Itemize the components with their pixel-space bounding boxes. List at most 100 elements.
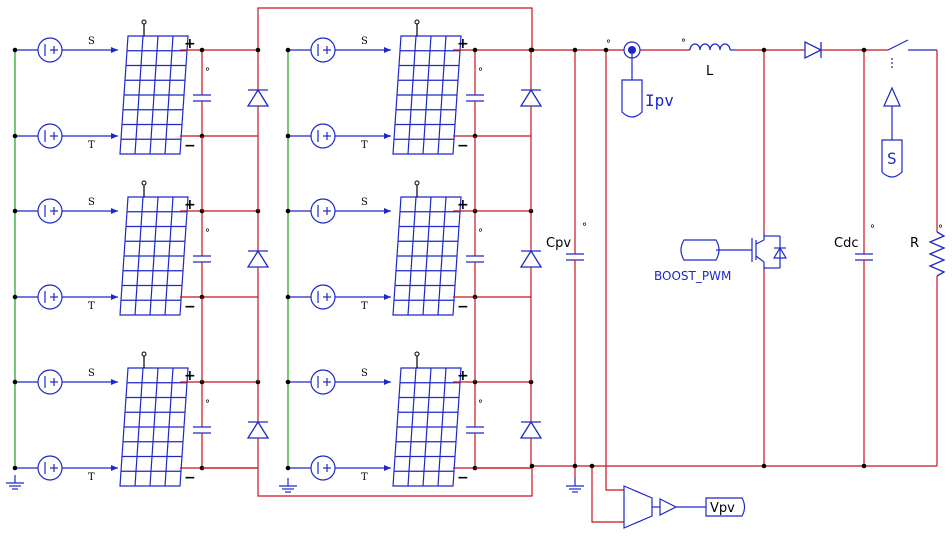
s2-m1-rail-dot-bot [285,133,291,139]
vpv-diff-amp [623,485,653,529]
string-bottom-link [257,468,533,497]
s1-m2-source-s-icon [37,198,63,224]
s2-m2-pv-dot [414,180,420,186]
s1-m2-s-arrowhead [111,208,118,214]
s2-m1-bypass-diode [520,89,542,107]
s2-m1-s-arrowhead [384,47,391,53]
s1-m1-s-arrowhead [111,47,118,53]
s2-m2-source-t-icon [310,284,336,310]
s1-m1-rail-dot-bot [12,133,18,139]
vpv-label: Vpv [710,501,735,516]
s1-m1-cap-dot: ° [205,67,210,78]
s1-m2-plus-label: + [184,197,196,213]
s2-m1-t-arrowhead [384,133,391,139]
load-resistor-dot: ° [938,224,943,235]
switch-control-label: S [887,149,897,168]
output-diode [804,40,823,60]
s2-m3-minus-label: − [457,470,469,486]
s2-m1-capacitor [465,94,485,102]
s2-m1-minus-label: − [457,138,469,154]
cpv-polarity-dot: ° [582,222,587,233]
s1-m1-source-t-icon [37,123,63,149]
s1-m2-s-label: S [88,197,95,208]
s2-m3-rail-dot-top [285,379,291,385]
s2-m3-s-arrowhead [384,379,391,385]
s2-m1-plus-label: + [457,36,469,52]
s1-m3-minus-label: − [184,470,196,486]
s2-m2-s-label: S [361,197,368,208]
s2-m3-pv-dot [414,351,420,357]
s2-m2-rail-dot-bot [285,294,291,300]
bus-junctions [529,47,867,469]
s1-m2-t-label: T [88,301,95,312]
s2-m1-dot-a [472,47,478,53]
s1-m3-t-label: T [88,472,95,483]
s2-m2-plus-label: + [457,197,469,213]
s2-m3-t-label: T [361,472,368,483]
s1-m1-t-arrowhead [111,133,118,139]
s2-m3-rail-dot-bot [285,465,291,471]
s2-m2-t-label: T [361,301,368,312]
cdc-dot: ° [870,224,875,235]
s2-m2-s-arrowhead [384,208,391,214]
ground-symbol-cpv [565,477,585,493]
s2-m1-s-label: S [361,36,368,47]
s2-m2-bypass-diode [520,250,542,268]
ipv-label: Ipv [645,91,674,110]
s1-m1-pv-dot [141,19,147,25]
s1-m3-rail-dot-bot [12,465,18,471]
s2-m1-source-t-icon [310,123,336,149]
boost-pwm-tag [680,239,720,261]
s2-m3-source-t-icon [310,455,336,481]
s2-m1-source-s-icon [310,37,336,63]
s2-m3-plus-label: + [457,368,469,384]
s1-m2-bypass-diode [247,250,269,268]
output-switch [881,39,937,178]
s2-m2-rail-dot-top [285,208,291,214]
s1-m3-plus-label: + [184,368,196,384]
s2-m2-cap-dot: ° [478,228,483,239]
s1-m1-t-label: T [88,140,95,151]
s1-m1-dot-c [255,47,261,53]
s1-m1-s-label: S [88,36,95,47]
s2-m1-cap-dot: ° [478,67,483,78]
s1-m2-source-t-icon [37,284,63,310]
cdc-capacitor [854,253,874,261]
s2-m1-pv-dot [414,19,420,25]
inductor-l [689,43,731,51]
s1-m2-rail-dot-top [12,208,18,214]
boost-igbt [751,234,788,270]
inductor-dot: ° [681,38,686,49]
load-resistor [928,231,946,277]
s1-m1-source-s-icon [37,37,63,63]
s2-m3-capacitor [465,426,485,434]
vpv-sense-bottom [591,466,624,523]
s2-m3-t-arrowhead [384,465,391,471]
s1-m1-rail-dot-top [12,47,18,53]
s1-m3-cap-dot: ° [205,399,210,410]
load-resistor-label: R [910,236,919,251]
s1-m2-capacitor [192,255,212,263]
boost-pwm-label: BOOST_PWM [654,269,731,283]
vpv-buffer [659,498,678,516]
s1-m1-bypass-diode [247,89,269,107]
s1-m3-rail-dot-top [12,379,18,385]
ground-symbol-middle [278,477,298,493]
s1-m3-bypass-diode [247,421,269,439]
s2-m2-minus-label: − [457,299,469,315]
s2-m3-cap-dot: ° [478,399,483,410]
s1-m3-source-s-icon [37,369,63,395]
cpv-label: Cpv [546,236,571,251]
s1-m1-dot-a [199,47,205,53]
s1-m3-source-t-icon [37,455,63,481]
s1-m3-t-arrowhead [111,465,118,471]
s1-m2-t-arrowhead [111,294,118,300]
ipv-dot: ° [606,39,611,50]
s1-m2-pv-dot [141,180,147,186]
vpv-sense-top [605,50,624,491]
s2-m2-t-arrowhead [384,294,391,300]
ipv-sensor-dot [628,46,636,54]
s1-m1-minus-label: − [184,138,196,154]
s1-m3-capacitor [192,426,212,434]
